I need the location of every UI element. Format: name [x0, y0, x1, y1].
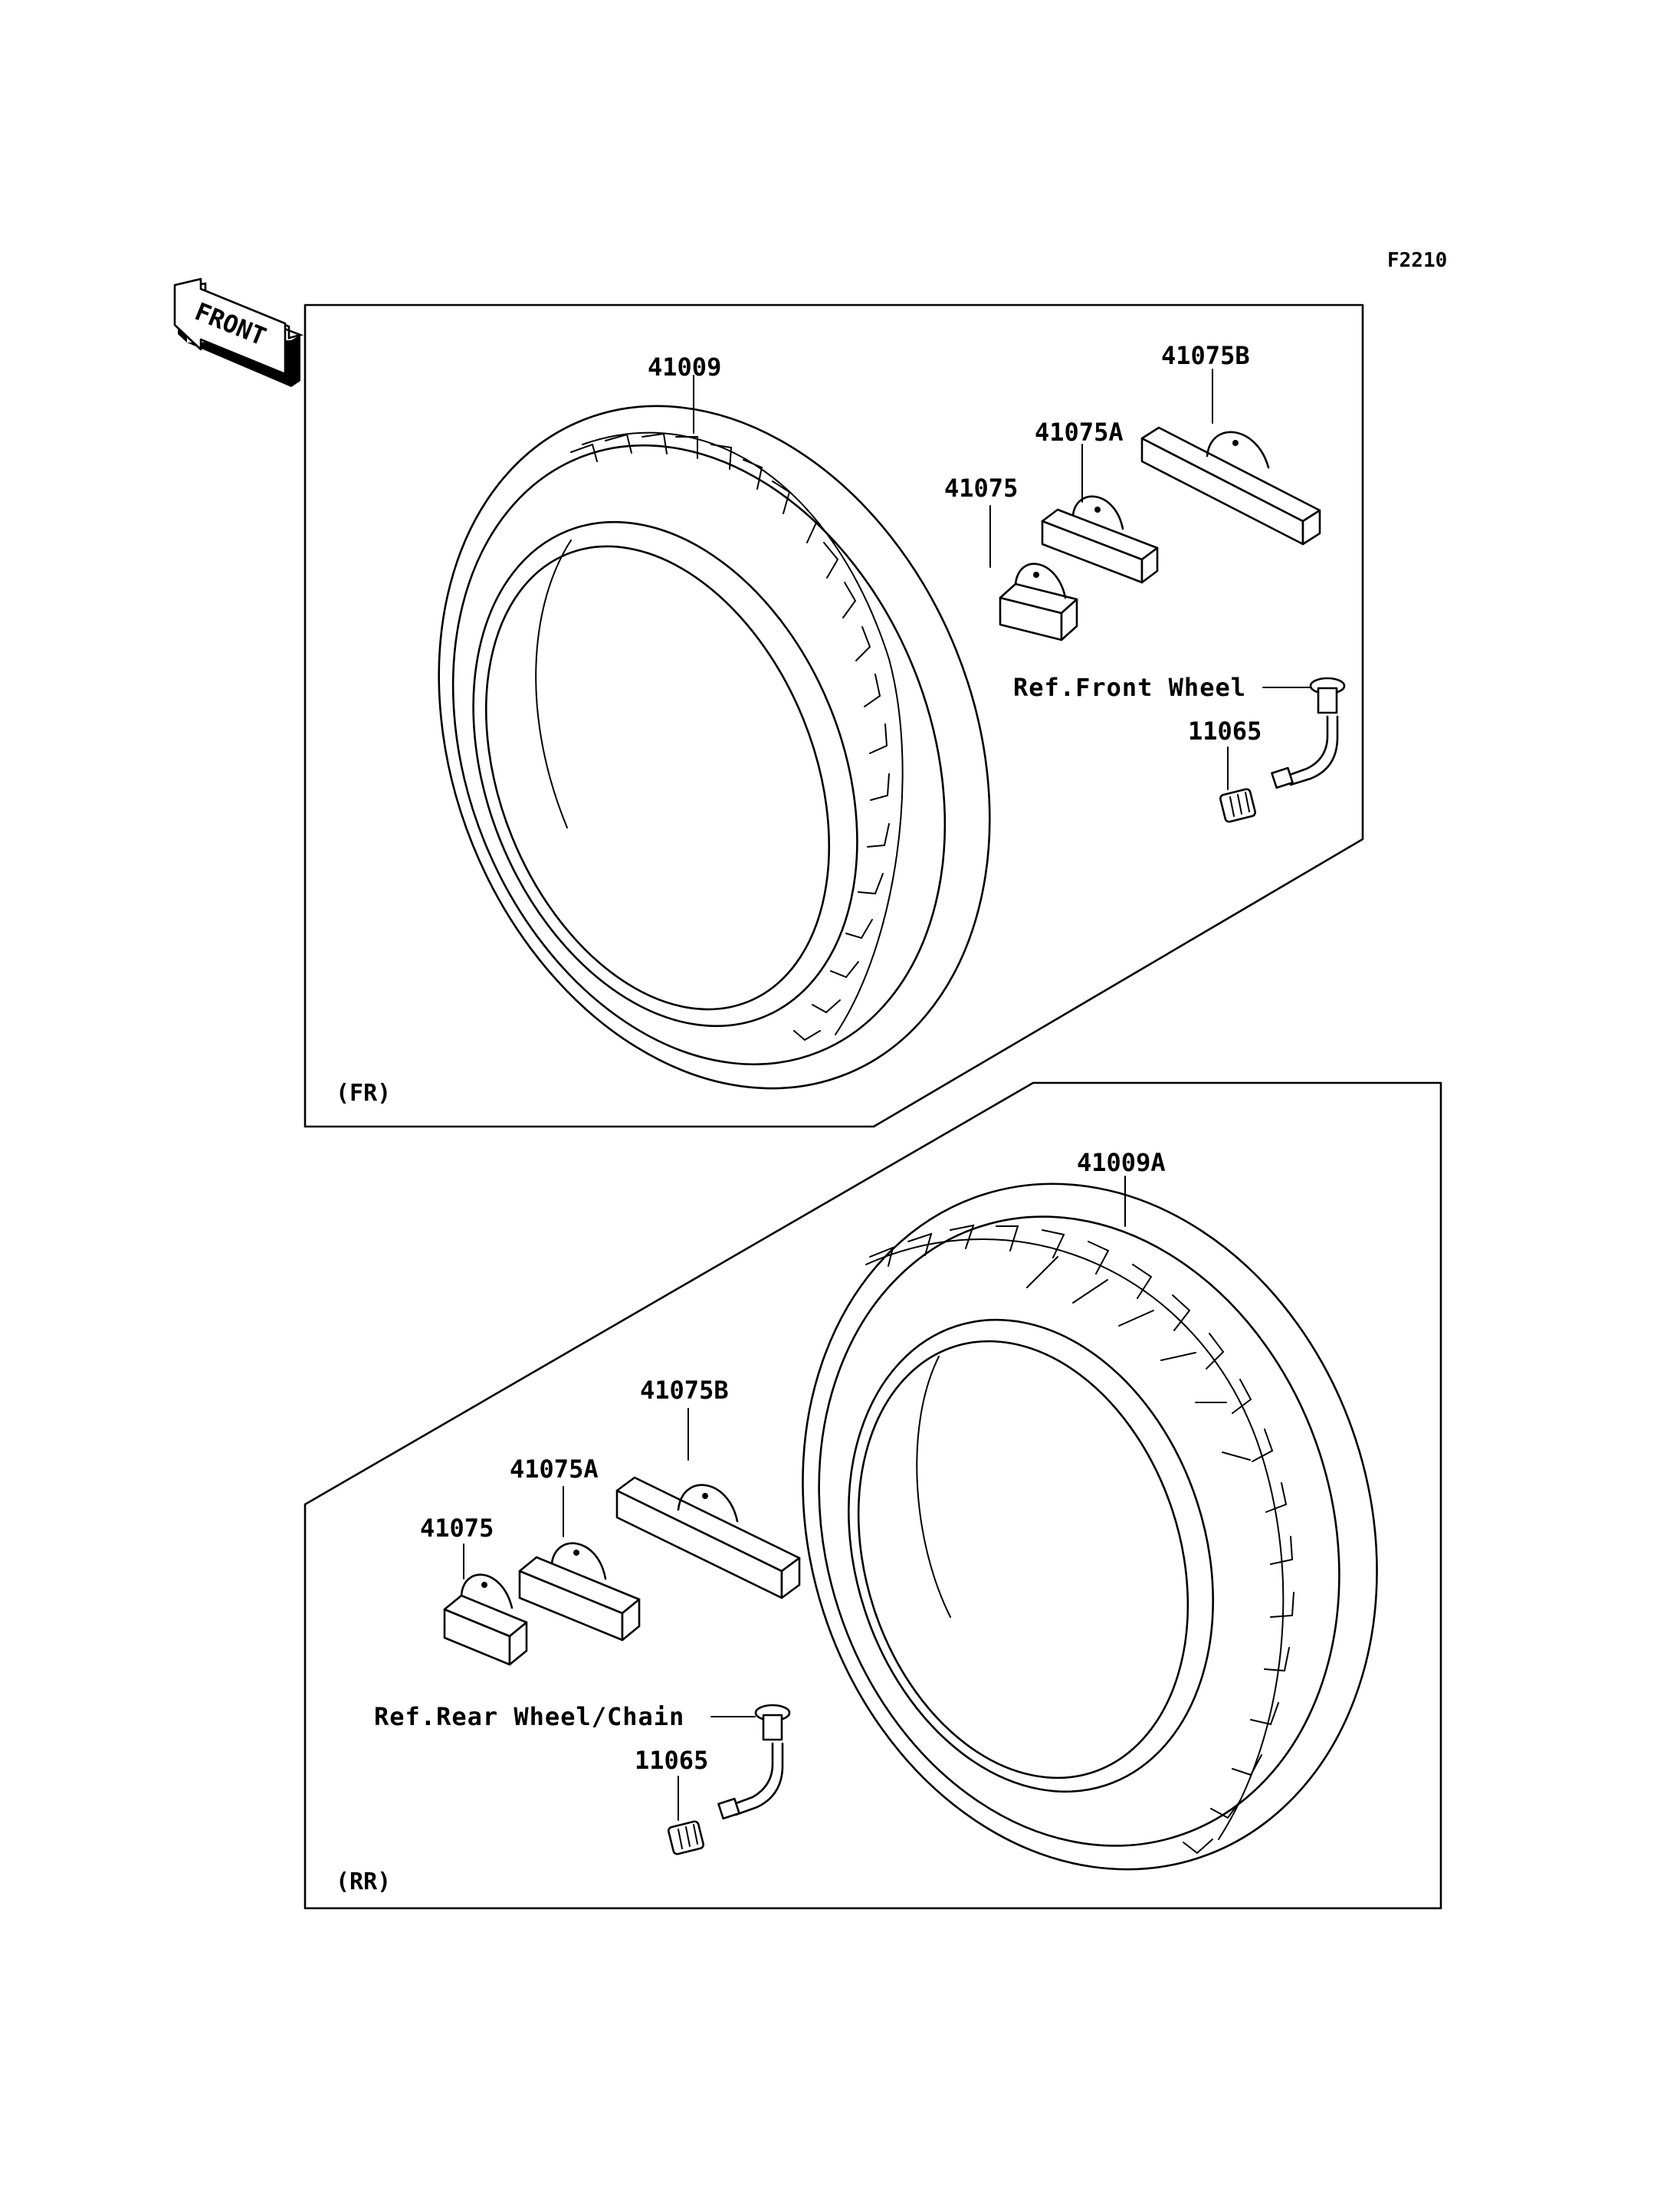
front-weight-41075a: [1041, 495, 1159, 584]
front-valve-cap: [1219, 788, 1256, 823]
rear-valve-cap-partno: 11065: [635, 1746, 708, 1775]
rear-section-frame: [304, 1081, 1442, 1910]
rear-weight-41075a: [518, 1542, 641, 1642]
rear-weight-41075b: [615, 1476, 801, 1599]
rear-weight-41075a-partno: 41075A: [510, 1455, 599, 1484]
front-valve-stem: [1271, 677, 1346, 789]
front-section-label: (FR): [336, 1080, 391, 1107]
rear-weight-41075-partno: 41075: [420, 1514, 494, 1543]
front-arrow-icon: FRONT: [173, 277, 304, 387]
rear-tire-tread: [869, 1224, 1294, 1855]
front-weight-41075: [999, 563, 1078, 641]
rear-tire-partno: 41009A: [1077, 1148, 1166, 1177]
rear-valve-cap: [668, 1820, 704, 1855]
front-weight-41075a-partno: 41075A: [1035, 418, 1124, 447]
front-valve-cap-partno: 11065: [1188, 717, 1262, 746]
front-valve-ref: Ref.Front Wheel: [1013, 673, 1246, 702]
rear-section: (RR) 41009A: [304, 1081, 1442, 1910]
front-weight-41075-partno: 41075: [944, 474, 1018, 503]
rear-section-label: (RR): [336, 1868, 391, 1895]
rear-tire: [802, 1183, 1378, 1871]
rear-valve-ref: Ref.Rear Wheel/Chain: [374, 1702, 684, 1731]
front-section: (FR) 41009: [304, 303, 1364, 1128]
rear-weight-41075b-partno: 41075B: [640, 1376, 729, 1405]
front-tire: [438, 405, 991, 1090]
rear-weight-41075: [443, 1573, 528, 1666]
front-section-frame: [304, 303, 1364, 1128]
front-tire-partno: 41009: [648, 353, 721, 382]
front-weight-41075b: [1140, 426, 1321, 546]
figure-code: F2210: [1387, 249, 1447, 272]
front-weight-41075b-partno: 41075B: [1161, 341, 1250, 370]
rear-valve-stem: [717, 1704, 791, 1820]
